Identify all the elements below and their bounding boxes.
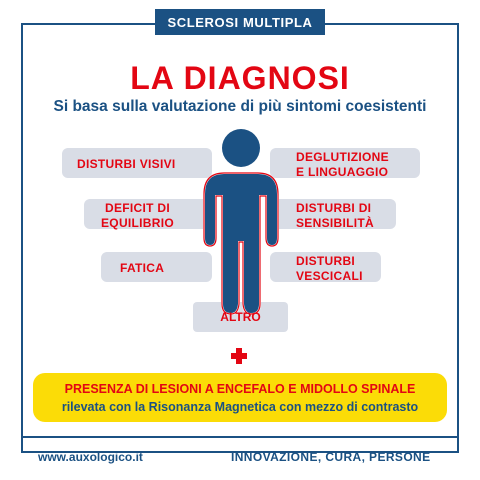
- symptom-label-altro: ALTRO: [220, 310, 261, 324]
- symptom-label: SENSIBILITÀ: [296, 216, 374, 230]
- symptom-label: DISTURBI: [296, 254, 356, 268]
- plus-icon: [231, 348, 247, 364]
- altro-box: [193, 302, 288, 332]
- symptom-label: E LINGUAGGIO: [296, 165, 389, 179]
- symptom-pill-left-2: [84, 199, 212, 229]
- symptom-label: EQUILIBRIO: [101, 216, 175, 230]
- page-title: LA DIAGNOSI: [130, 60, 350, 96]
- symptom-label: DEGLUTIZIONE: [296, 150, 389, 164]
- symptom-label: DEFICIT DI: [105, 201, 170, 215]
- footer-divider: [21, 436, 459, 438]
- symptom-pill-left-1: [62, 148, 212, 178]
- footer-url: www.auxologico.it: [38, 450, 143, 464]
- result-title: PRESENZA DI LESIONI A ENCEFALO E MIDOLLO…: [64, 382, 416, 396]
- symptom-pill-left-3: [101, 252, 212, 282]
- symptom-label: DISTURBI DI: [296, 201, 372, 215]
- symptom-pill-right-3: [270, 252, 381, 282]
- person-icon: [203, 129, 279, 316]
- symptom-pill-right-1: [270, 148, 420, 178]
- page-subtitle: Si basa sulla valutazione di più sintomi…: [53, 98, 427, 115]
- result-subtitle: rilevata con la Risonanza Magnetica con …: [61, 400, 419, 414]
- header-tag: SCLEROSI MULTIPLA: [155, 9, 325, 35]
- symptom-label: FATICA: [120, 261, 165, 275]
- footer-motto: INNOVAZIONE, CURA, PERSONE: [231, 450, 431, 464]
- symptom-label: VESCICALI: [296, 269, 363, 283]
- result-box: [33, 373, 447, 422]
- symptom-label: DISTURBI VISIVI: [77, 157, 176, 171]
- symptom-pill-right-2: [270, 199, 396, 229]
